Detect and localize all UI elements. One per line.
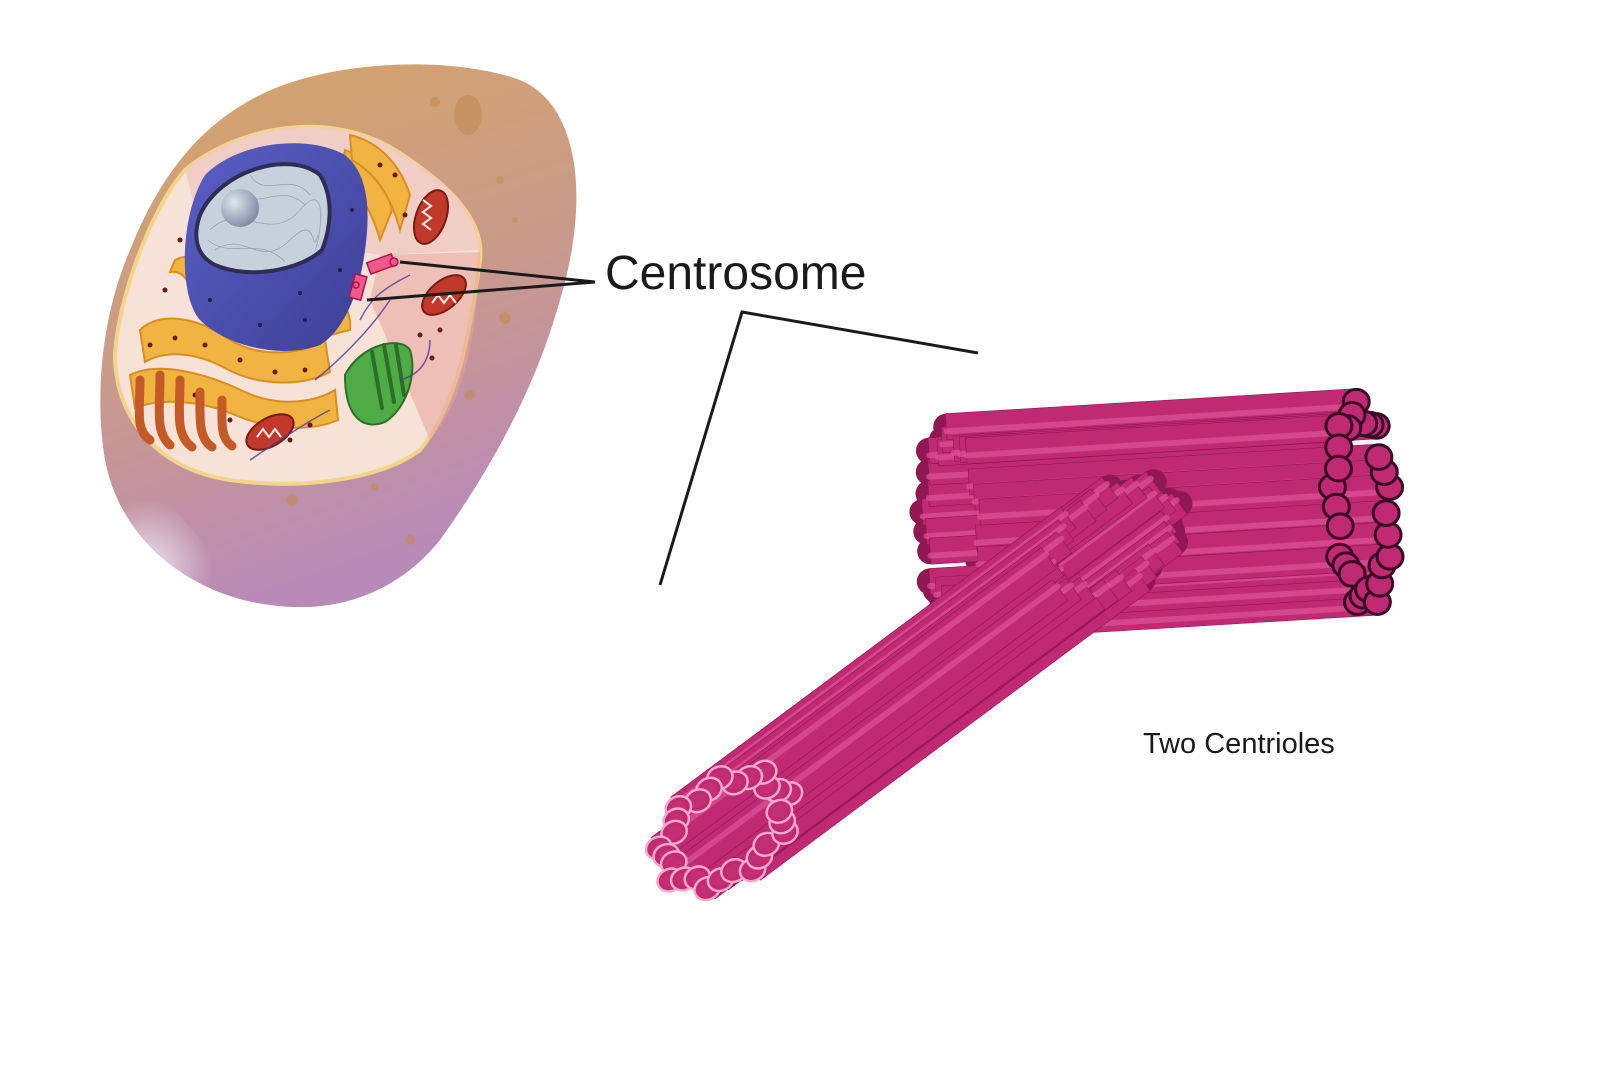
microtubule-lumen bbox=[1332, 518, 1348, 534]
microtubule-lumen bbox=[771, 804, 787, 819]
microtubule-lumen bbox=[1344, 566, 1360, 582]
microtubule-lumen bbox=[1380, 527, 1396, 543]
cytoskeleton bbox=[249, 274, 431, 461]
nucleolus bbox=[221, 189, 259, 227]
microtubule-highlight bbox=[653, 551, 1049, 848]
microtubule-lumen bbox=[1371, 449, 1387, 465]
animal-cell-illustration bbox=[100, 64, 577, 608]
microtubule-lumen bbox=[1324, 479, 1341, 495]
cytoplasm-spots bbox=[286, 95, 518, 545]
green-organelle bbox=[343, 342, 414, 426]
microtubule-highlight bbox=[664, 583, 1061, 880]
leader-lines bbox=[366, 260, 979, 586]
leader-line-lower bbox=[366, 280, 596, 302]
zoom-bracket bbox=[658, 310, 979, 586]
golgi-apparatus bbox=[134, 370, 237, 452]
microtubule-lumen bbox=[1330, 461, 1347, 476]
nucleus bbox=[184, 143, 368, 351]
microtubule-highlight bbox=[943, 403, 1360, 435]
cell-shine bbox=[105, 430, 270, 605]
mitochondria bbox=[245, 189, 467, 451]
microtubule-lumen bbox=[1369, 594, 1386, 610]
microtubule-lumen bbox=[690, 793, 706, 808]
microtubule-lumen bbox=[1330, 439, 1347, 455]
microtubule-lumen bbox=[1328, 499, 1345, 514]
nuclear-pores bbox=[208, 208, 354, 327]
centrosome-in-cell bbox=[348, 252, 399, 302]
microtubule-highlight bbox=[963, 427, 1380, 459]
centriole-front bbox=[644, 469, 1193, 902]
microtubule-lumen bbox=[1331, 418, 1347, 434]
microtubule-lumen bbox=[758, 837, 774, 852]
microtubule-lumen bbox=[666, 855, 682, 870]
microtubule-lumen bbox=[666, 825, 682, 840]
microtubule-lumen bbox=[726, 863, 742, 878]
nucleoplasm bbox=[194, 162, 332, 275]
leader-line-upper bbox=[399, 260, 596, 284]
microtubule-lumen bbox=[1382, 549, 1398, 565]
centrosome-label: Centrosome bbox=[605, 247, 867, 300]
microtubule-lumen bbox=[1371, 576, 1388, 592]
two-centrioles-label: Two Centrioles bbox=[1143, 728, 1335, 760]
microtubule-lumen bbox=[1378, 505, 1394, 521]
